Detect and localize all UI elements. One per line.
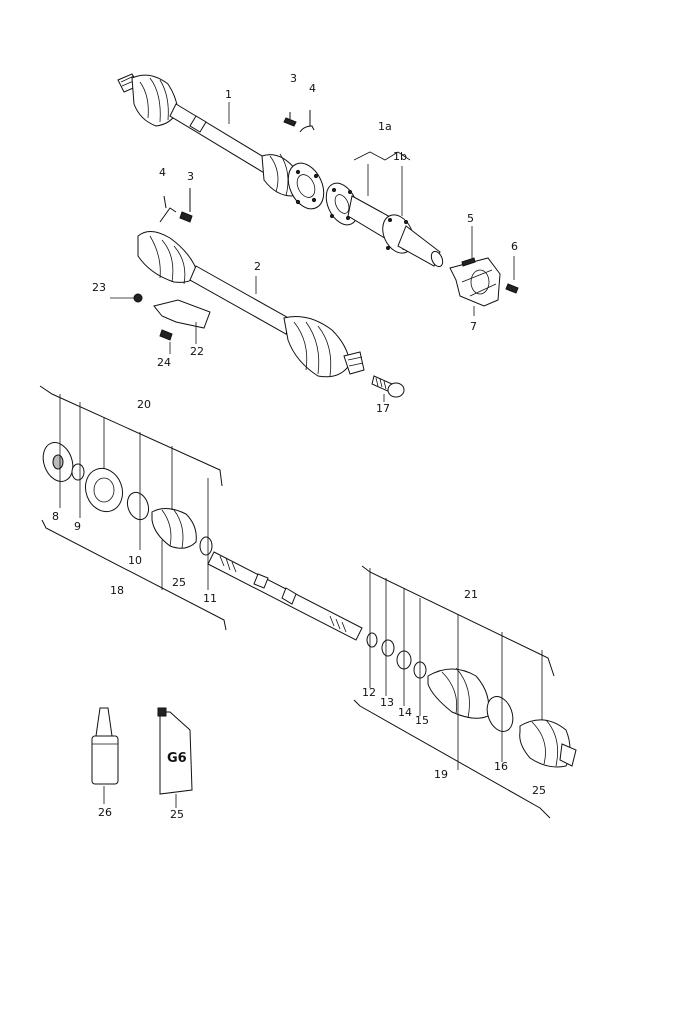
circlip-9 bbox=[71, 463, 85, 481]
intermediate-shaft-1a bbox=[325, 182, 444, 268]
intermediate-axle-shaft bbox=[207, 551, 363, 641]
callout-14: 14 bbox=[398, 706, 412, 719]
leader-lines bbox=[59, 102, 543, 808]
group-21-bracket bbox=[353, 565, 555, 819]
group-20-bracket bbox=[39, 385, 227, 631]
callout-11: 11 bbox=[203, 592, 217, 605]
callout-16: 16 bbox=[494, 760, 508, 773]
clamp-11 bbox=[199, 536, 213, 556]
callout-19: 19 bbox=[434, 768, 448, 781]
callout-6: 6 bbox=[511, 240, 518, 253]
callout-25-left: 25 bbox=[172, 576, 186, 589]
callout-13: 13 bbox=[380, 696, 394, 709]
callout-9: 9 bbox=[74, 520, 81, 533]
callout-12: 12 bbox=[362, 686, 376, 699]
grease-tube-25: G6 bbox=[157, 707, 193, 795]
flange-cover-8 bbox=[42, 442, 74, 482]
callout-1b: 1b bbox=[393, 150, 407, 163]
nut-23 bbox=[133, 293, 143, 303]
bolt-17 bbox=[371, 375, 405, 398]
callout-17: 17 bbox=[376, 402, 390, 415]
bolt-3-lower bbox=[179, 188, 193, 223]
clip-4-upper bbox=[299, 110, 315, 133]
callout-18: 18 bbox=[110, 584, 124, 597]
callout-1: 1 bbox=[225, 88, 232, 101]
clamp-10 bbox=[126, 491, 150, 521]
heat-shield-22 bbox=[153, 299, 211, 329]
callout-24: 24 bbox=[157, 356, 171, 369]
callout-15: 15 bbox=[415, 714, 429, 727]
cv-joint-outer-25 bbox=[519, 719, 577, 768]
callout-3-lower: 3 bbox=[187, 170, 194, 183]
boot-25-left bbox=[151, 508, 197, 549]
callout-23: 23 bbox=[92, 281, 106, 294]
drive-shaft-1 bbox=[117, 73, 325, 210]
callout-8: 8 bbox=[52, 510, 59, 523]
callout-25-tube: 25 bbox=[170, 808, 184, 821]
drive-shaft-2 bbox=[137, 231, 365, 378]
clamp-16 bbox=[486, 696, 514, 732]
callout-25-right: 25 bbox=[532, 784, 546, 797]
cv-joint-inner bbox=[84, 467, 124, 513]
clip-4-lower bbox=[159, 195, 177, 223]
bearing-bracket-7 bbox=[449, 257, 519, 307]
callout-20: 20 bbox=[137, 398, 151, 411]
callout-labels: 1 3 4 1a 1b 4 3 5 6 2 23 7 22 24 20 17 8… bbox=[52, 72, 546, 821]
callout-2: 2 bbox=[254, 260, 261, 273]
callout-21: 21 bbox=[464, 588, 478, 601]
callout-10: 10 bbox=[128, 554, 142, 567]
bolt-3-upper bbox=[283, 112, 297, 127]
callout-4-lower: 4 bbox=[159, 166, 166, 179]
callout-7: 7 bbox=[470, 320, 477, 333]
callout-1a: 1a bbox=[378, 120, 392, 133]
circlip-12 bbox=[366, 632, 378, 648]
callout-22: 22 bbox=[190, 345, 204, 358]
callout-26: 26 bbox=[98, 806, 112, 819]
callout-4-upper: 4 bbox=[309, 82, 316, 95]
dished-washer-13 bbox=[381, 639, 395, 657]
callout-5: 5 bbox=[467, 212, 474, 225]
grease-bottle-26 bbox=[91, 707, 119, 785]
bolt-24 bbox=[159, 329, 173, 341]
grease-tube-label: G6 bbox=[167, 751, 187, 766]
callout-3-upper: 3 bbox=[290, 72, 297, 85]
